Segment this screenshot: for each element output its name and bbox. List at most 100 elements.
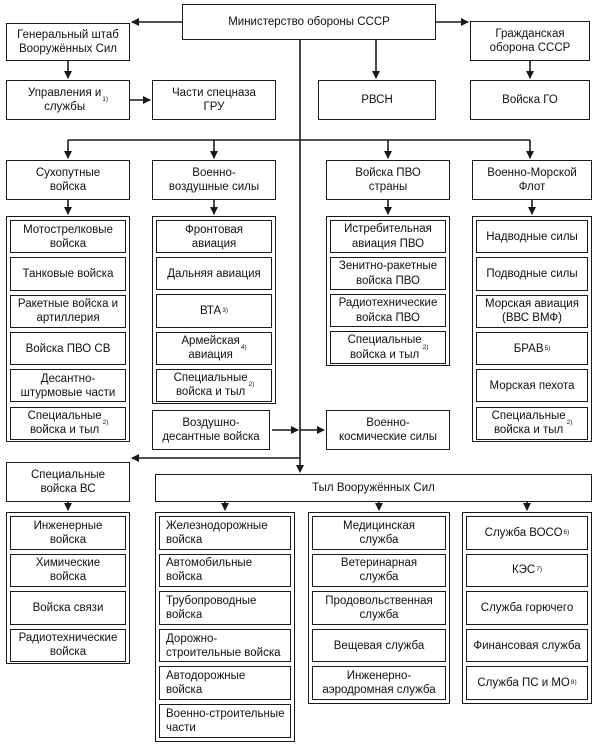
unit-item: Ракетные войска и артиллерия	[10, 294, 126, 328]
unit-label: Специальные войска и тыл	[347, 334, 422, 361]
air-force-title: Военно- воздушные силы	[152, 160, 276, 200]
airborne-box: Воздушно- десантные войска	[152, 410, 270, 450]
unit-label: Служба горючего	[480, 601, 574, 614]
unit-item: Автомобильные войска	[159, 553, 291, 588]
civil-defense-box: Гражданская оборона СССР	[470, 21, 590, 61]
unit-label: Подводные силы	[486, 267, 578, 280]
unit-label: ВТА	[200, 304, 222, 317]
spetsnaz-label: Части спецназа ГРУ	[172, 86, 256, 113]
unit-label: Армейская авиация	[181, 335, 240, 362]
pvo-title: Войска ПВО страны	[326, 160, 450, 200]
unit-label: Войска связи	[32, 601, 104, 614]
unit-label: Морская авиация (ВВС ВМФ)	[485, 298, 579, 325]
unit-label: Радиотехнические войска	[18, 632, 118, 659]
unit-item: Истребительная авиация ПВО	[330, 220, 446, 253]
rear-col2-group	[308, 512, 450, 704]
unit-item: Фронтовая авиация	[156, 220, 272, 254]
unit-item: Радиотехнические войска ПВО	[330, 294, 446, 327]
unit-label: Инженерные войска	[33, 519, 103, 546]
unit-item: Радиотехнические войска	[10, 628, 126, 662]
unit-item: Химические войска	[10, 553, 126, 587]
unit-item: Мотострелковые войска	[10, 220, 126, 254]
general-staff-label: Генеральный штаб Вооружённых Сил	[17, 28, 119, 55]
unit-label: КЭС	[511, 564, 536, 577]
ground-forces-title: Сухопутные войска	[6, 160, 130, 200]
unit-label: Финансовая служба	[473, 639, 581, 652]
unit-item: Войска ПВО СВ	[10, 331, 126, 366]
unit-label: Радиотехнические войска ПВО	[338, 297, 438, 324]
unit-item: Финансовая служба	[466, 628, 588, 663]
unit-label: Трубопроводные войска	[166, 594, 257, 621]
unit-label: Мотострелковые войска	[23, 223, 113, 250]
unit-item: Трубопроводные войска	[159, 591, 291, 625]
unit-item: Инженерные войска	[10, 516, 126, 550]
unit-item: Дорожно- строительные войска	[159, 628, 291, 663]
unit-item: Вещевая служба	[312, 628, 446, 663]
unit-item: Зенитно-ракетные войска ПВО	[330, 257, 446, 290]
unit-item: Медицинская служба	[312, 516, 446, 550]
unit-item: Войска связи	[10, 591, 126, 625]
spetsnaz-box: Части спецназа ГРУ	[152, 80, 276, 120]
unit-label: Служба ВОСО	[484, 526, 563, 539]
ground-forces-group	[6, 216, 130, 442]
unit-item: Надводные силы	[476, 220, 588, 254]
unit-item: Подводные силы	[476, 257, 588, 291]
air-force-group	[152, 216, 276, 404]
space-forces-box: Военно- космические силы	[326, 410, 450, 450]
unit-label: Вещевая служба	[333, 639, 425, 652]
unit-label: Истребительная авиация ПВО	[344, 223, 432, 250]
general-staff-box: Генеральный штаб Вооружённых Сил	[6, 23, 130, 61]
unit-label: Специальные войска и тыл	[27, 410, 102, 437]
unit-label: Войска ПВО СВ	[25, 342, 111, 355]
special-troops-group	[6, 512, 130, 664]
unit-label: Морская пехота	[489, 379, 575, 392]
unit-label: Зенитно-ракетные войска ПВО	[338, 260, 438, 287]
navy-group	[472, 216, 592, 442]
rear-title: Тыл Вооружённых Сил	[155, 474, 592, 502]
unit-item: Морская авиация (ВВС ВМФ)	[476, 294, 588, 328]
air-force-label: Военно- воздушные силы	[168, 166, 260, 193]
rear-col1-group	[155, 512, 295, 742]
unit-item: Железнодорожные войска	[159, 516, 291, 550]
unit-label: Специальные войска и тыл	[491, 410, 566, 437]
space-forces-label: Военно- космические силы	[339, 416, 437, 443]
unit-label: Автомобильные войска	[166, 557, 253, 584]
unit-item: Служба горючего	[466, 591, 588, 625]
unit-item: Продовольственная служба	[312, 591, 446, 625]
unit-label: Служба ПС и МО	[477, 677, 570, 690]
navy-label: Военно-Морской Флот	[487, 166, 577, 193]
unit-item: Военно-строительные части	[159, 704, 291, 738]
special-troops-title: Специальные войска ВС	[6, 462, 130, 502]
pvo-group	[326, 216, 450, 366]
unit-label: Десантно- штурмовые части	[20, 372, 116, 399]
airborne-label: Воздушно- десантные войска	[162, 416, 260, 443]
pvo-label: Войска ПВО страны	[355, 166, 421, 193]
unit-label: Военно-строительные части	[166, 707, 285, 734]
unit-label: Специальные войска и тыл	[173, 372, 248, 399]
ministry-box: Министерство обороны СССР	[182, 4, 436, 40]
rvsn-box: РВСН	[318, 80, 436, 120]
unit-label: Медицинская служба	[342, 519, 415, 546]
rear-col3-group	[462, 512, 592, 704]
unit-label: Железнодорожные войска	[166, 519, 268, 546]
go-troops-box: Войска ГО	[470, 80, 590, 120]
unit-item: Инженерно- аэродромная служба	[312, 666, 446, 700]
unit-label: Инженерно- аэродромная служба	[322, 670, 436, 697]
navy-title: Военно-Морской Флот	[472, 160, 592, 200]
special-troops-label: Специальные войска ВС	[30, 468, 106, 495]
unit-item: Автодорожные войска	[159, 666, 291, 700]
unit-label: Танковые войска	[22, 267, 114, 280]
rvsn-label: РВСН	[361, 93, 393, 106]
unit-label: Дорожно- строительные войска	[166, 632, 281, 659]
unit-label: Надводные силы	[486, 230, 578, 243]
